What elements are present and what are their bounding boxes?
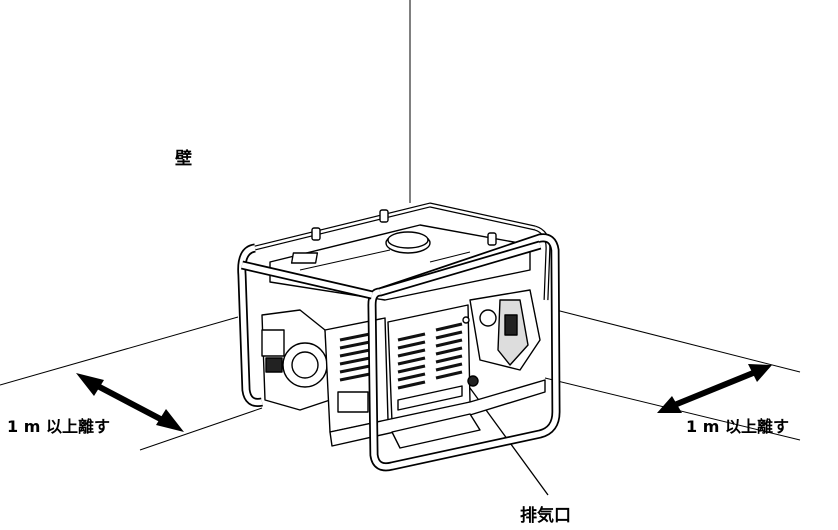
clearance-label-left: 1 m 以上離す [7, 417, 110, 436]
floor-line-left-front [139, 407, 263, 451]
floor-line-right-back [555, 309, 801, 373]
exhaust-port-label: 排気口 [520, 506, 571, 526]
generator-illustration [237, 202, 561, 472]
floor-line-left-back [0, 316, 239, 386]
clearance-arrow-left [76, 373, 184, 432]
clearance-label-right: 1 m 以上離す [686, 417, 789, 436]
wall-label: 壁 [175, 149, 192, 169]
clearance-arrow-right [657, 364, 772, 413]
